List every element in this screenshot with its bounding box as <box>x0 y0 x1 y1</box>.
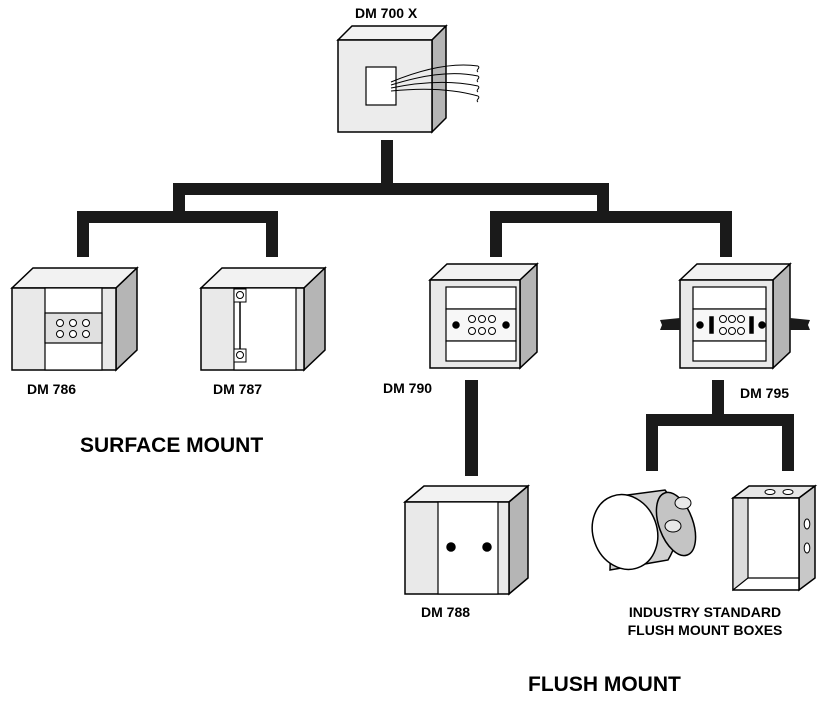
dm795-label: DM 795 <box>740 385 790 401</box>
dm795-box <box>660 262 810 370</box>
dm700x-unit <box>336 24 480 134</box>
boxes-bar <box>646 414 794 426</box>
dm790-box <box>428 262 539 370</box>
dm786-label: DM 786 <box>27 381 77 397</box>
dm787-drop <box>266 211 278 257</box>
dm700x-label: DM 700 X <box>355 5 418 21</box>
trunk-line <box>381 140 393 187</box>
rectangular-flush-box <box>730 484 818 592</box>
connector-lines <box>77 140 794 476</box>
wire-stubs <box>660 318 810 330</box>
dm790-drop <box>490 211 502 257</box>
dm786-box <box>10 266 139 372</box>
surface-bar <box>77 211 278 223</box>
upper-bar <box>173 183 609 195</box>
surface-mount-heading: SURFACE MOUNT <box>80 434 264 457</box>
cylinder-drop <box>646 414 658 471</box>
dm788-label: DM 788 <box>421 604 471 620</box>
flush-mount-heading: FLUSH MOUNT <box>528 673 681 696</box>
dm795-trunk <box>712 380 724 420</box>
dm786-drop <box>77 211 89 257</box>
industry-boxes-line1: INDUSTRY STANDARD <box>628 604 782 620</box>
gangbox-drop <box>782 414 794 471</box>
dm787-label: DM 787 <box>213 381 263 397</box>
dm790-label: DM 790 <box>383 380 433 396</box>
industry-boxes-line2: FLUSH MOUNT BOXES <box>627 622 783 638</box>
dm788-box <box>402 484 531 596</box>
dm787-box <box>199 266 327 372</box>
flush-bar <box>490 211 732 223</box>
round-flush-box <box>591 489 697 571</box>
dm795-drop <box>720 211 732 257</box>
dm788-line <box>465 380 478 476</box>
